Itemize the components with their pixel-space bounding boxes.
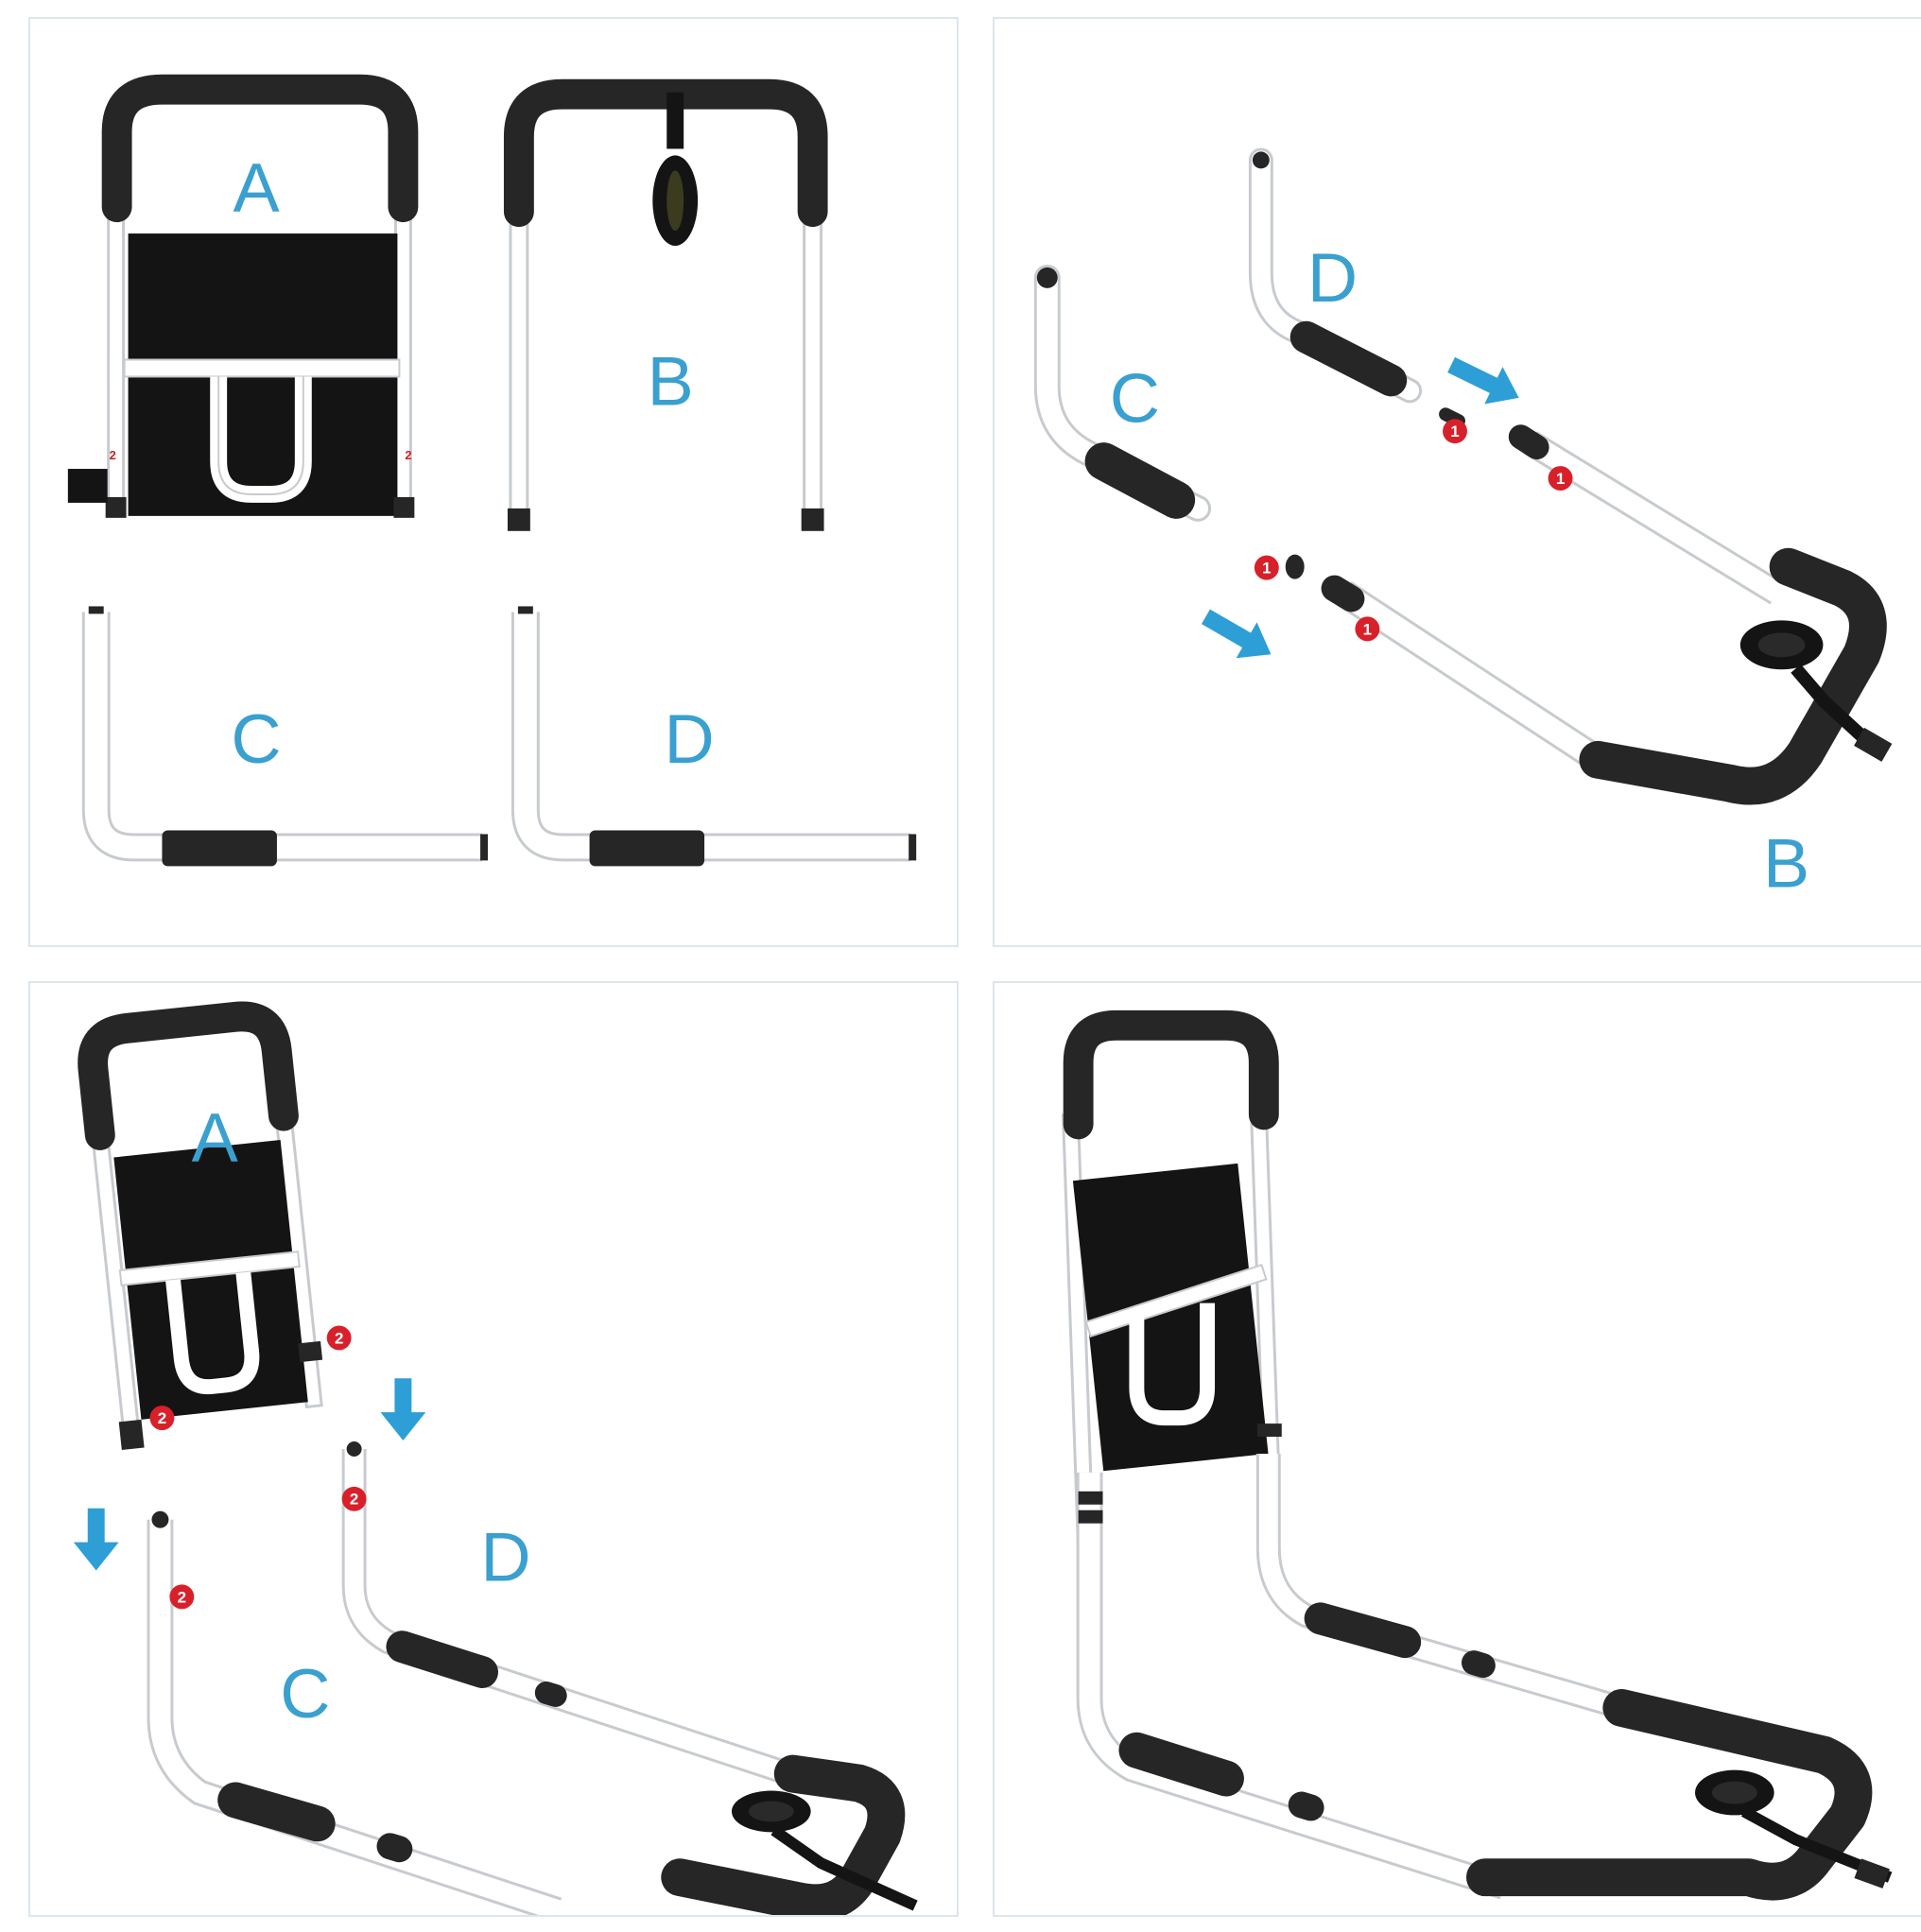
- part-b-assembled-illustration: [661, 1754, 918, 1915]
- step-2-illustration: 2 2 2 2 A D C: [73, 1001, 918, 1915]
- part-a-tube-mark-left: 2: [110, 448, 116, 462]
- arrow-icon: [73, 1508, 119, 1571]
- step-2-marker-a-right: 2: [326, 1325, 352, 1351]
- tube-c-label: C: [1110, 358, 1160, 437]
- step-1-marker-d-left: 1: [1443, 419, 1467, 444]
- assembled-rail-illustration: [1061, 1009, 1893, 1901]
- tube-c-illustration: [1033, 264, 1305, 579]
- tube-c-illustration: [147, 1510, 562, 1915]
- panel-assembled-result: [993, 981, 1921, 1917]
- part-a-illustration: [78, 1001, 323, 1451]
- part-b-label: B: [1763, 823, 1809, 902]
- part-c-illustration: [81, 606, 489, 867]
- step-1-marker-d-right: 1: [1548, 466, 1573, 491]
- tube-d-illustration: [341, 1441, 816, 1793]
- svg-text:1: 1: [1450, 423, 1459, 440]
- step-1-illustration: 1 1 1 1 D C B: [1033, 147, 1893, 902]
- step-2-marker-c: 2: [169, 1584, 195, 1610]
- svg-text:2: 2: [350, 1491, 358, 1509]
- part-d-label: D: [665, 699, 715, 778]
- svg-text:2: 2: [158, 1409, 166, 1427]
- tube-d-label: D: [1307, 238, 1358, 317]
- svg-text:1: 1: [1556, 470, 1565, 488]
- part-b-assembled-illustration: [1321, 424, 1893, 805]
- tube-d-label: D: [480, 1517, 530, 1596]
- step-2-marker-d: 2: [341, 1486, 367, 1511]
- part-d-illustration: [511, 606, 917, 867]
- tube-c-label: C: [280, 1654, 330, 1733]
- step-1-marker-c-left: 1: [1254, 555, 1279, 580]
- arrow-icon: [1447, 356, 1519, 405]
- part-a-tube-mark-right: 2: [405, 448, 411, 462]
- svg-text:2: 2: [178, 1588, 186, 1606]
- part-a-illustration: 2 2: [67, 74, 419, 518]
- tube-d-illustration: [1248, 147, 1465, 428]
- arrow-icon: [380, 1378, 426, 1441]
- part-b-label: B: [648, 341, 694, 420]
- part-a-label: A: [192, 1098, 238, 1177]
- arrow-icon: [1201, 609, 1272, 659]
- part-b-illustration: [503, 78, 828, 531]
- parts-overview-illustration: 2 2 A B C: [67, 74, 917, 867]
- step-2-marker-a-left: 2: [149, 1406, 175, 1431]
- panel-step-1-connect-tubes: 1 1 1 1 D C B: [993, 17, 1921, 947]
- panel-parts-overview: 2 2 A B C: [28, 17, 959, 947]
- svg-text:1: 1: [1363, 620, 1372, 638]
- part-a-label: A: [233, 148, 279, 227]
- part-c-label: C: [231, 699, 281, 778]
- step-1-marker-c-right: 1: [1355, 616, 1380, 642]
- svg-text:2: 2: [335, 1329, 343, 1347]
- svg-text:1: 1: [1262, 560, 1271, 578]
- assembled-bed-rail: [1061, 1009, 1893, 1901]
- panel-step-2-attach-frame: 2 2 2 2 A D C: [28, 981, 959, 1917]
